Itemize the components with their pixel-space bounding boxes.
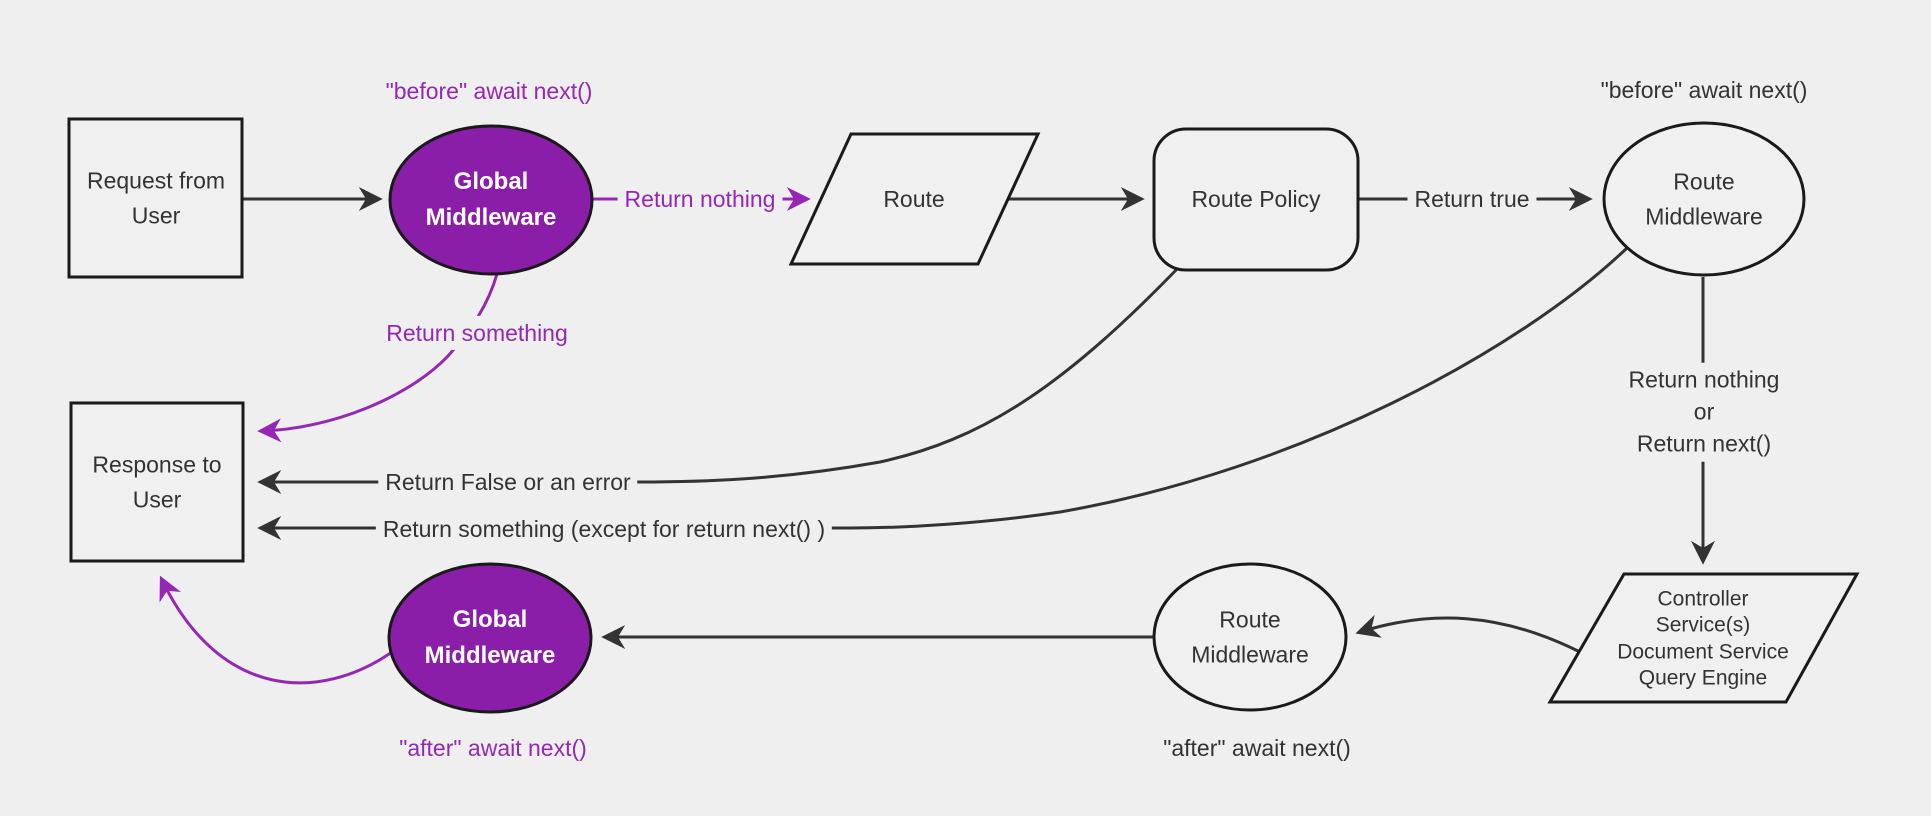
edge-return-something-to-response [257,273,499,443]
return-something-left-label: Return something [379,315,575,351]
route-middleware-top-label: Route Middleware [1645,168,1763,230]
after-await-next-right-label: "after" await next() [1163,734,1351,761]
node-route-middleware-bottom [1152,562,1348,712]
route-policy-node-label: Route Policy [1191,185,1321,212]
global-middleware-top-label: Global Middleware [425,168,557,231]
node-route [788,132,1041,266]
node-global-middleware-bottom [387,562,593,714]
node-route-policy [1152,127,1360,272]
before-await-next-right-label: "before" await next() [1600,76,1808,103]
node-response-to-user [69,401,245,563]
edge-controller-to-route-middleware-bottom [1355,614,1581,654]
request-node-label: Request from User [86,167,226,229]
node-route-middleware-top [1602,121,1806,277]
controller-node-label: Controller Service(s) Document Service Q… [1617,587,1789,690]
return-true-label: Return true [1407,181,1537,217]
edge-return-false-to-response [257,266,1180,494]
route-node-label: Route [883,185,945,212]
node-request-from-user [67,117,244,279]
return-false-or-error-label: Return False or an error [378,464,638,500]
return-something-except-label: Return something (except for return next… [375,511,833,547]
response-node-label: Response to User [92,451,222,513]
before-await-next-left-label: "before" await next() [385,77,593,104]
route-middleware-bottom-label: Route Middleware [1191,606,1309,668]
edge-return-something-except-to-response [257,246,1629,540]
edge-global-middleware-to-response [159,575,393,685]
return-nothing-left-label: Return nothing [617,181,783,217]
node-global-middleware-top [388,124,594,276]
node-controller-services [1547,572,1860,704]
global-middleware-bottom-label: Global Middleware [424,606,556,669]
return-nothing-or-next-label: Return nothing or Return next() [1621,362,1787,462]
after-await-next-left-label: "after" await next() [399,734,587,761]
